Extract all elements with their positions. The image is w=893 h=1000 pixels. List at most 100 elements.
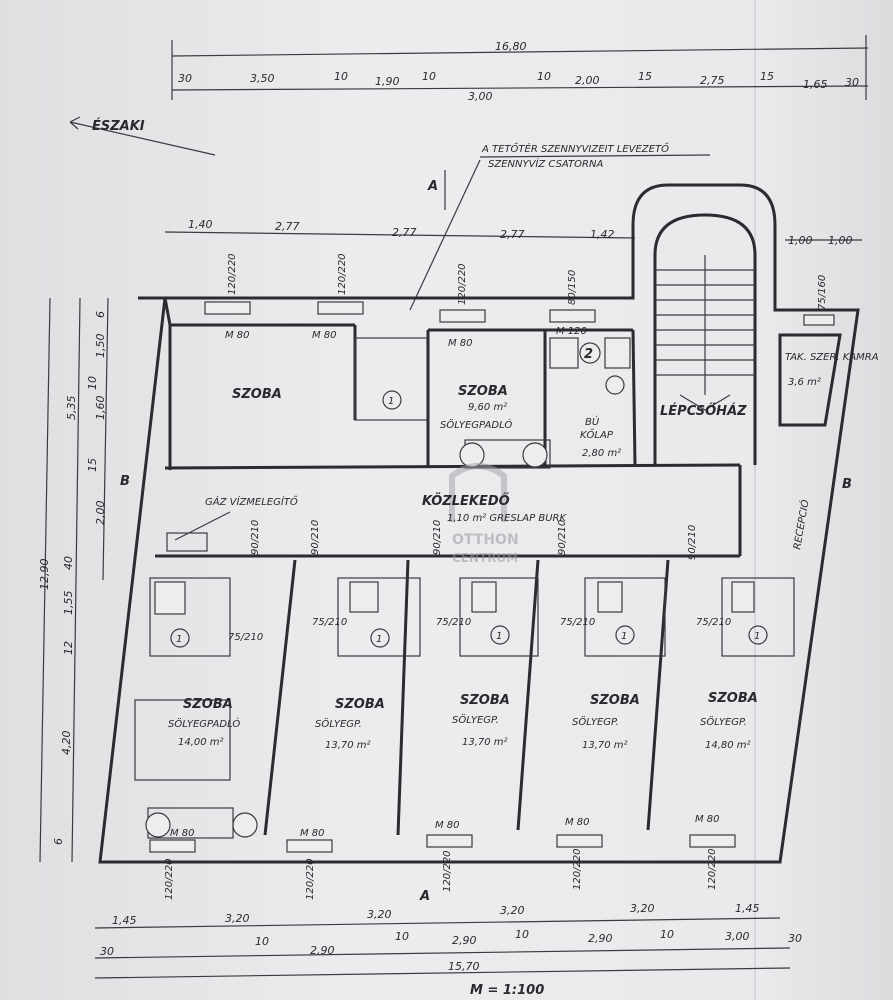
north-label: ÉSZAKI [92,118,145,134]
roof-drain-note-2: SZENNYVÍZ CSATORNA [488,157,603,170]
dim: 12,90 [38,559,51,591]
dim: 10 [537,70,551,83]
door-size: 90/210 [250,520,261,555]
sill-height: M 80 [565,817,590,828]
room-detail: 1,10 m² GRESLAP BURK [447,513,567,524]
bath-number: 1 [754,631,760,642]
building-walls [98,183,860,864]
dim: 2,00 [575,74,600,87]
dim: 1,00 [828,234,853,247]
bath-number: 1 [621,631,627,642]
dim: 2,00 [94,501,107,526]
bath-number: 1 [176,634,182,645]
dim: 2,75 [700,74,725,87]
room-name: TAK. SZER. KAMRA [785,352,879,363]
room-floor: SÖLYEGP. [452,713,499,726]
watermark-text: CENTRUM [452,551,518,565]
dim: 4,20 [60,731,73,756]
room-name: BÚ [585,415,600,428]
kitchen-number: 2 [584,347,593,362]
door-size: 90/210 [687,525,698,560]
room-area: 2,80 m² [582,448,621,459]
section-marker-b-right: B [842,477,852,492]
dim: 6 [52,838,65,845]
dim: 1,65 [803,78,828,91]
room-name: SZOBA [458,384,508,399]
opening-size: 120/220 [457,263,468,305]
room-name: KÖZLEKEDŐ [422,493,510,509]
room-name: SZOBA [460,693,510,708]
room-floor: SÖLYEGP. [315,717,362,730]
dim: 30 [788,932,802,945]
dim-total-top: 16,80 [495,40,527,53]
dim: 30 [100,945,114,958]
dim: 1,45 [112,914,137,927]
bath-number: 1 [496,631,502,642]
door-size: 75/210 [696,617,731,628]
room-name: SZOBA [232,387,282,402]
sill-height: M 80 [312,330,337,341]
dim: 15 [760,70,774,83]
opening-size: 80/150 [567,270,578,305]
mid-dimensions: 1,40 2,77 2,77 2,77 1,42 1,00 1,00 [164,218,862,247]
opening-size: 120/220 [305,858,316,900]
sill-height: M 80 [435,820,460,831]
door-size: 90/210 [557,520,568,555]
room-area: 3,6 m² [788,377,821,388]
sill-height: M 80 [695,814,720,825]
watermark-logo: OTTHON CENTRUM [449,463,519,565]
dim: 15 [638,70,652,83]
dim: 10 [515,928,529,941]
dim: 1,55 [62,591,75,616]
sill-height: M 80 [448,338,473,349]
bath-number: 1 [388,396,394,407]
room-floor: SÖLYEGPADLÓ [440,418,512,431]
room-area: 14,80 m² [705,740,751,751]
opening-size: 120/220 [442,850,453,892]
dim: 10 [86,376,99,390]
room-area: 13,70 m² [462,737,508,748]
sill-height: M 120 [556,326,587,337]
room-floor: SÖLYEGP. [572,715,619,728]
dim: 6 [94,311,107,318]
door-size: 75/210 [560,617,595,628]
door-size: 75/210 [436,617,471,628]
scale-label: M = 1:100 [470,983,544,998]
dim: 10 [660,928,674,941]
dim: 2,77 [392,226,417,239]
left-dimensions: 12,90 5,35 40 1,55 12 4,20 6 6 1,50 10 1… [38,297,109,863]
dim: 10 [422,70,436,83]
section-marker-b-left: B [120,474,130,489]
opening-size: 120/220 [164,858,175,900]
top-dimensions: 16,80 30 3,50 10 1,90 10 3,00 10 2,00 15… [171,35,869,103]
bath-number: 1 [376,634,382,645]
dim: 1,45 [735,902,760,915]
door-size: 90/210 [310,520,321,555]
room-area: 9,60 m² [468,402,507,413]
dim-total-bottom: 15,70 [448,960,480,973]
room-floor: SÖLYEGP. [700,715,747,728]
room-area: 13,70 m² [325,740,371,751]
dim: 10 [334,70,348,83]
dim: 3,20 [630,902,655,915]
room-name: SZOBA [183,697,233,712]
section-marker-a-bottom: A [419,889,430,904]
opening-labels: 120/220 120/220 120/220 80/150 75/160 M … [164,253,828,900]
dim: 3,20 [225,912,250,925]
door-size: 75/210 [228,632,263,643]
room-name: SZOBA [708,691,758,706]
sill-height: M 80 [170,828,195,839]
opening-size: 120/220 [227,253,238,295]
door-size: 75/210 [312,617,347,628]
dim: 3,00 [725,930,750,943]
dim: 1,00 [788,234,813,247]
dim: 3,20 [367,908,392,921]
dim: 3,50 [250,72,275,85]
watermark-text: OTTHON [452,532,519,548]
room-name: LÉPCSŐHÁZ [660,403,747,419]
bottom-dimensions: 1,45 3,20 3,20 3,20 3,20 1,45 30 10 2,90… [94,902,802,998]
opening-size: 120/220 [707,848,718,890]
dim: 2,77 [500,228,525,241]
room-name: SZOBA [590,693,640,708]
